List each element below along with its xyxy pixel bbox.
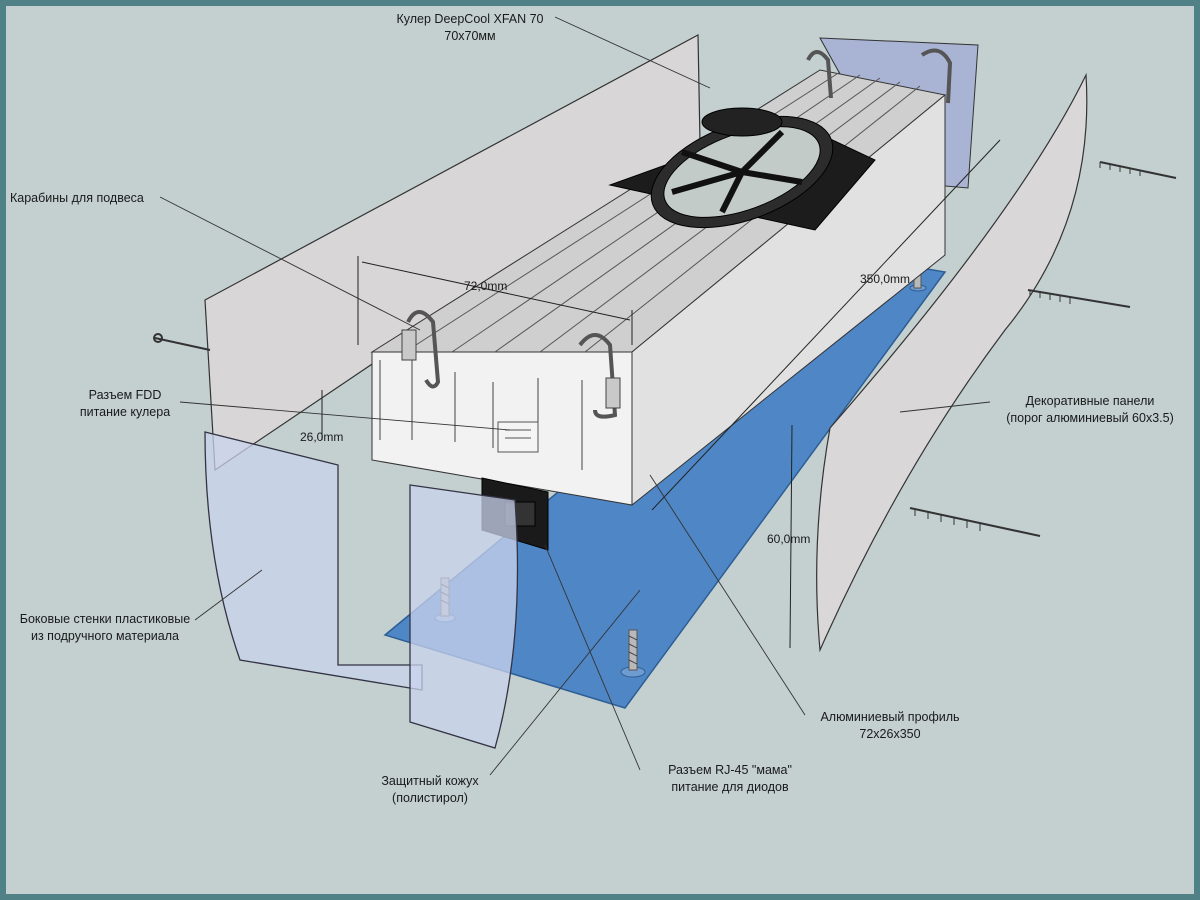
panels-label-line2: (порог алюминиевый 60x3.5) xyxy=(1006,411,1174,425)
dimension-length: 350,0mm xyxy=(860,272,911,286)
carabiner xyxy=(806,48,953,104)
cover-label-line2: (полистирол) xyxy=(392,791,468,805)
rj45-label-line2: питание для диодов xyxy=(671,780,789,794)
leader-lines xyxy=(159,16,991,776)
profile-label-line2: 72x26x350 xyxy=(859,727,921,741)
profile-label: Алюминиевый профиль 72x26x350 xyxy=(800,709,980,743)
sidewalls-label: Боковые стенки пластиковые из подручного… xyxy=(5,611,205,645)
dimension-lines xyxy=(321,139,1001,649)
fdd-label: Разъем FDD питание кулера xyxy=(60,387,190,421)
fdd-label-line2: питание кулера xyxy=(79,405,171,419)
sidewalls-label-line2: из подручного материала xyxy=(30,629,179,643)
rj45-label-line1: Разъем RJ-45 "мама" xyxy=(668,763,792,777)
screw xyxy=(909,507,1041,537)
dimension-width: 72,0mm xyxy=(464,279,508,293)
plate-screw xyxy=(620,629,646,678)
plastic-sidewall-right xyxy=(409,484,519,749)
cover-label-line1: Защитный кожух xyxy=(381,774,479,788)
cooler-label-line1: Кулер DeepCool XFAN 70 xyxy=(396,12,544,26)
dimension-panel-height: 60,0mm xyxy=(767,532,811,546)
sidewalls-label-line1: Боковые стенки пластиковые xyxy=(19,612,191,626)
panels-label-line1: Декоративные панели xyxy=(1025,394,1155,408)
decorative-panel-right xyxy=(816,72,1088,653)
profile-slots xyxy=(379,360,583,470)
rj45-label: Разъем RJ-45 "мама" питание для диодов xyxy=(640,762,820,796)
dimension-height: 26,0mm xyxy=(300,430,344,444)
panels-label: Декоративные панели (порог алюминиевый 6… xyxy=(990,393,1190,427)
screw xyxy=(1027,289,1131,308)
carabiner xyxy=(578,333,621,419)
profile-label-line1: Алюминиевый профиль xyxy=(820,710,960,724)
carabiners-label: Карабины для подвеса xyxy=(10,191,144,205)
plastic-sidewall-left xyxy=(204,431,423,691)
cover-label: Защитный кожух (полистирол) xyxy=(360,773,500,807)
screw xyxy=(1099,161,1177,179)
fan xyxy=(608,107,876,231)
cooler-label: Кулер DeepCool XFAN 70 70x70мм xyxy=(380,11,560,45)
carabiner xyxy=(401,310,441,389)
cooler-label-line2: 70x70мм xyxy=(444,29,496,43)
fdd-label-line1: Разъем FDD xyxy=(88,388,162,402)
fdd-connector xyxy=(497,421,539,453)
screw xyxy=(153,333,211,351)
